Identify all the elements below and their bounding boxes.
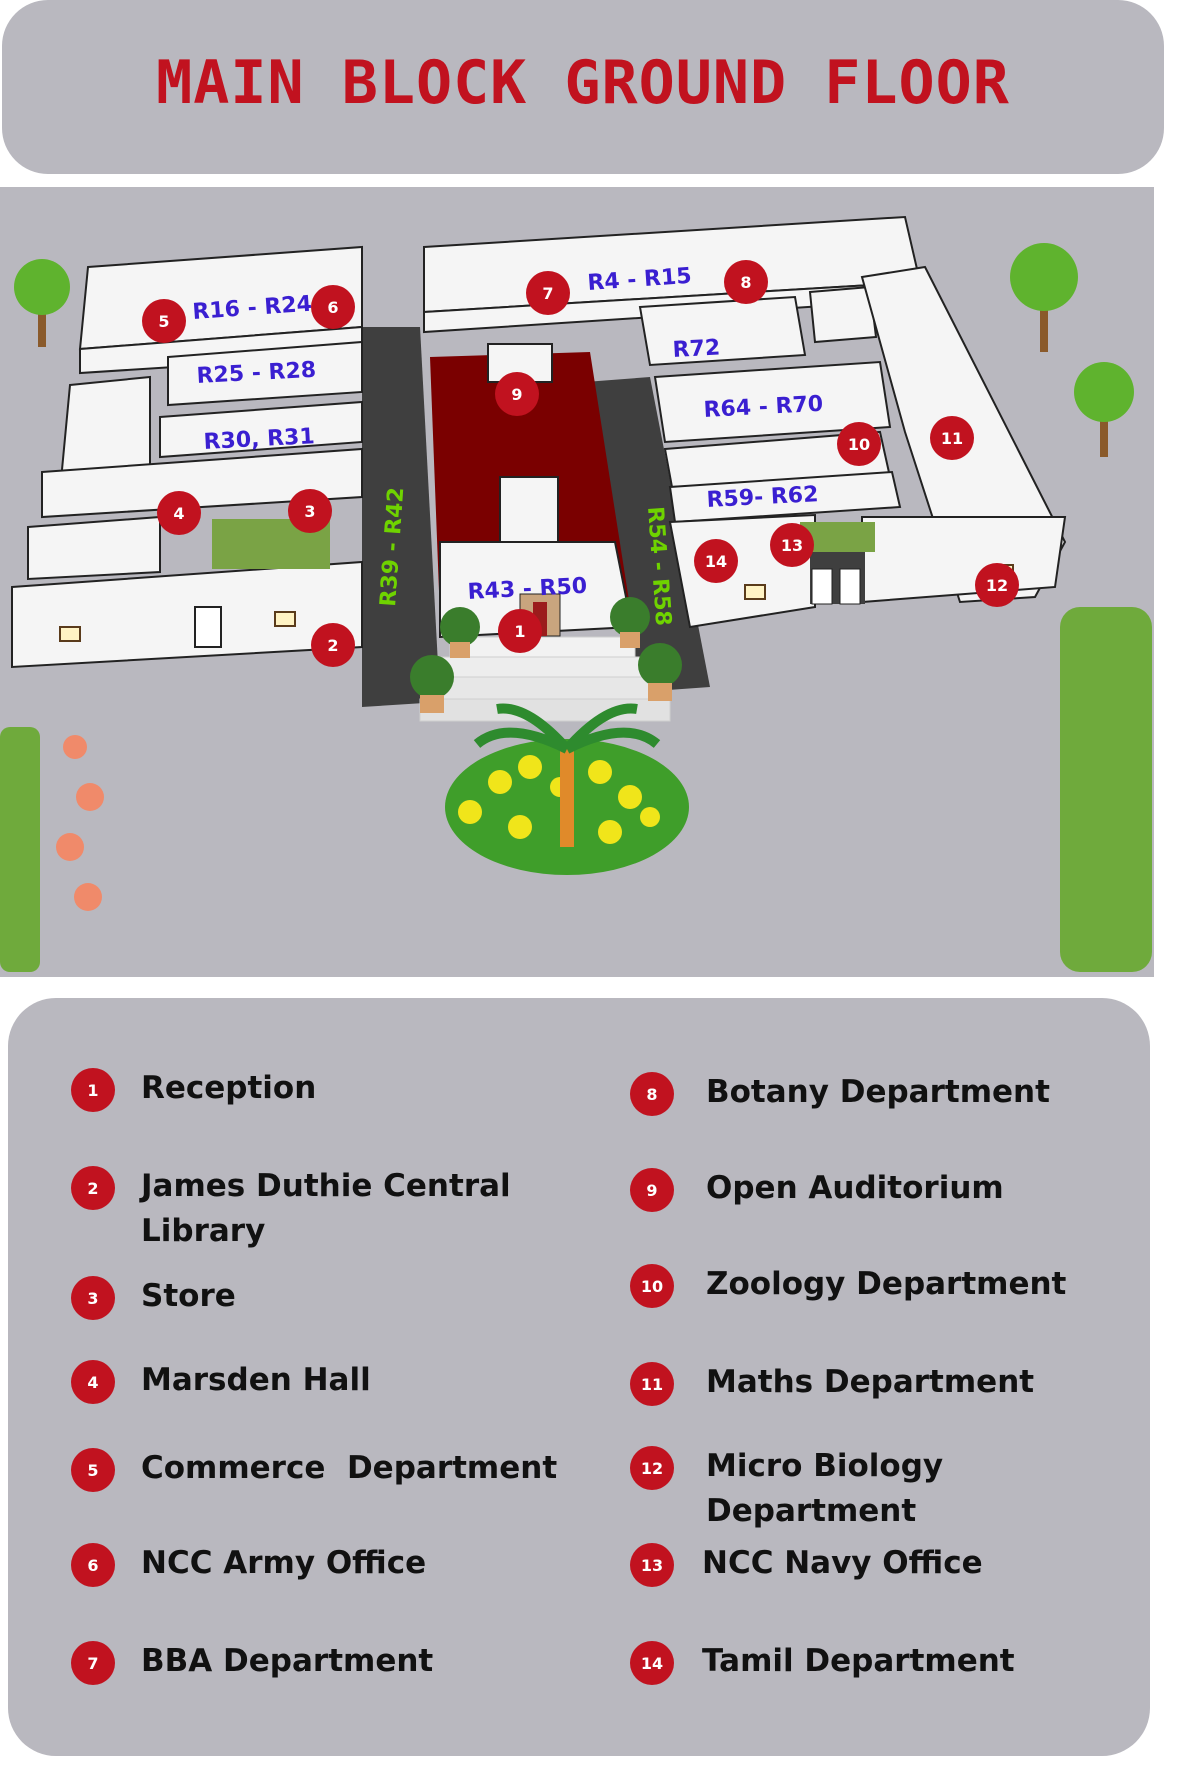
marker: 8 [724, 260, 768, 304]
legend-label: NCC Army Office [141, 1545, 427, 1581]
floor-map: R16 - R24 R4 - R15 R25 - R28 R72 R30, R3… [0, 187, 1154, 977]
left-wing [11, 245, 363, 669]
room-labels: R16 - R24 R4 - R15 R25 - R28 R72 R30, R3… [192, 264, 824, 605]
legend-label: NCC Navy Office [702, 1545, 983, 1581]
room-label: R30, R31 [203, 424, 315, 455]
svg-text:14: 14 [705, 552, 727, 571]
legend-item: 1 Reception [71, 1068, 316, 1112]
header-banner: MAIN BLOCK GROUND FLOOR [2, 0, 1164, 174]
marker: 1 [498, 609, 542, 653]
legend-marker: 3 [71, 1276, 115, 1320]
left-flowers [56, 735, 104, 911]
legend-label: Marsden Hall [141, 1362, 371, 1398]
legend-label: Open Auditorium [706, 1170, 1004, 1206]
legend-marker: 1 [71, 1068, 115, 1112]
map-markers: 1 2 3 4 5 6 7 8 9 10 11 12 13 14 [142, 260, 1019, 667]
legend-label: Reception [141, 1070, 317, 1106]
marker: 7 [526, 271, 570, 315]
legend-item: 9 Open Auditorium [630, 1168, 1004, 1212]
legend-item: 5 Commerce Department [71, 1448, 557, 1492]
marker: 10 [837, 422, 881, 466]
legend-label: Store [141, 1278, 236, 1314]
svg-text:13: 13 [781, 536, 803, 555]
legend-marker: 13 [630, 1543, 674, 1587]
svg-text:2: 2 [327, 636, 338, 655]
room-label: R59- R62 [706, 482, 819, 513]
legend-item: 7 BBA Department [71, 1641, 433, 1685]
svg-text:5: 5 [158, 312, 169, 331]
svg-text:8: 8 [740, 273, 751, 292]
marker: 9 [495, 372, 539, 416]
svg-text:11: 11 [941, 429, 963, 448]
svg-text:1: 1 [514, 622, 525, 641]
marker: 13 [770, 523, 814, 567]
legend-label: James Duthie Central Library [141, 1168, 511, 1249]
gate-door-right [839, 568, 861, 605]
marker: 11 [930, 416, 974, 460]
marker: 12 [975, 563, 1019, 607]
svg-text:4: 4 [173, 504, 184, 523]
legend-item: 12 Micro Biology Department [630, 1446, 1006, 1534]
legend-label: Tamil Department [702, 1643, 1015, 1679]
legend-marker: 8 [630, 1072, 674, 1116]
left-hedge [0, 727, 40, 972]
svg-text:12: 12 [986, 576, 1008, 595]
left-door [194, 606, 222, 648]
room-label: R43 - R50 [467, 574, 588, 605]
legend-label: BBA Department [141, 1643, 434, 1679]
room-label: R64 - R70 [703, 392, 824, 423]
legend-marker: 4 [71, 1360, 115, 1404]
room-label: R72 [672, 336, 721, 363]
center-pillar [499, 476, 559, 548]
floor-map-svg: R16 - R24 R4 - R15 R25 - R28 R72 R30, R3… [0, 187, 1154, 977]
legend-marker: 10 [630, 1264, 674, 1308]
legend-label: Micro Biology Department [706, 1448, 944, 1529]
legend-label: Zoology Department [706, 1266, 1067, 1302]
legend-label: Commerce Department [141, 1450, 558, 1486]
page-title: MAIN BLOCK GROUND FLOOR [156, 48, 1010, 118]
trees [14, 243, 1134, 457]
legend-marker: 12 [630, 1446, 674, 1490]
marker: 2 [311, 623, 355, 667]
room-label: R25 - R28 [196, 358, 317, 389]
marker: 4 [157, 491, 201, 535]
legend-label: Botany Department [706, 1074, 1050, 1110]
svg-text:3: 3 [304, 502, 315, 521]
svg-text:9: 9 [511, 385, 522, 404]
marker: 5 [142, 299, 186, 343]
legend-marker: 6 [71, 1543, 115, 1587]
legend-item: 4 Marsden Hall [71, 1360, 371, 1404]
legend-item: 13 NCC Navy Office [630, 1543, 983, 1587]
legend-marker: 2 [71, 1166, 115, 1210]
svg-text:10: 10 [848, 435, 870, 454]
legend-item: 14 Tamil Department [630, 1641, 1015, 1685]
legend-marker: 7 [71, 1641, 115, 1685]
legend-panel: 1 Reception 2 James Duthie Central Libra… [8, 998, 1150, 1756]
left-corridor [362, 327, 440, 707]
marker: 6 [311, 285, 355, 329]
legend-item: 11 Maths Department [630, 1362, 1034, 1406]
legend-item: 2 James Duthie Central Library [71, 1166, 561, 1254]
potted-plants [410, 597, 682, 713]
legend-item: 3 Store [71, 1276, 236, 1320]
legend-item: 10 Zoology Department [630, 1264, 1066, 1308]
legend-marker: 11 [630, 1362, 674, 1406]
legend-item: 6 NCC Army Office [71, 1543, 426, 1587]
right-corridor [585, 377, 710, 692]
legend-marker: 14 [630, 1641, 674, 1685]
marker: 14 [694, 539, 738, 583]
marker: 3 [288, 489, 332, 533]
gate-door-left [811, 568, 833, 605]
svg-text:6: 6 [327, 298, 338, 317]
palm-trunk [560, 747, 574, 847]
legend-marker: 9 [630, 1168, 674, 1212]
svg-text:7: 7 [542, 284, 553, 303]
legend-marker: 5 [71, 1448, 115, 1492]
palm-leaves [473, 703, 661, 754]
yellow-flowers [458, 755, 660, 844]
right-hedge [1060, 607, 1152, 972]
legend-label: Maths Department [706, 1364, 1035, 1400]
legend-item: 8 Botany Department [630, 1072, 1050, 1116]
